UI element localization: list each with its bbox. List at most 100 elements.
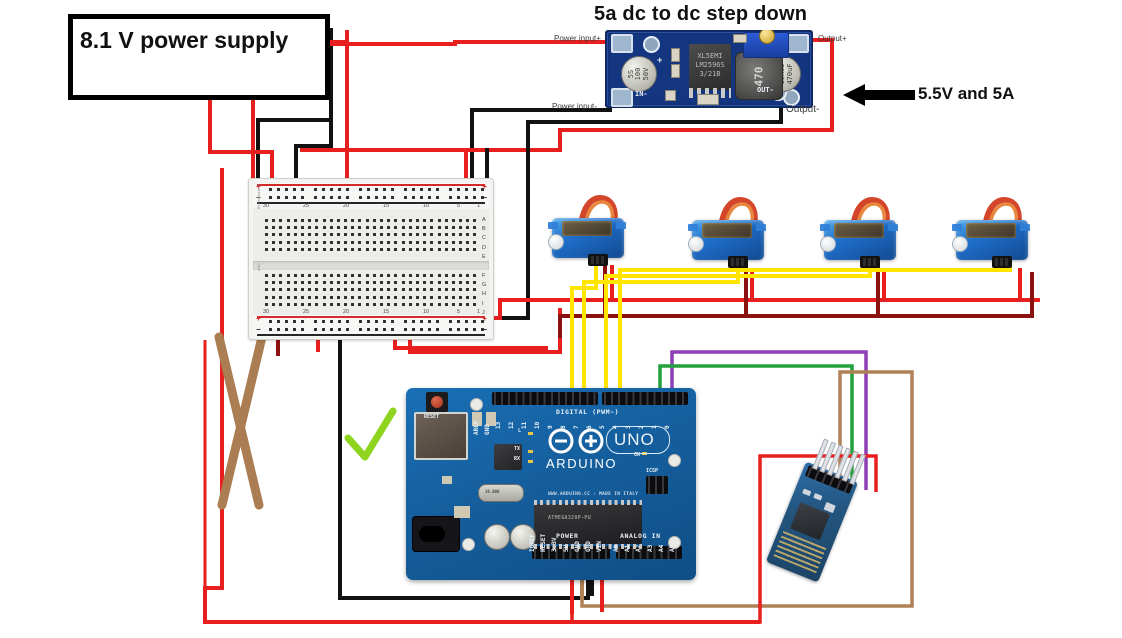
breadboard-hole[interactable]: [301, 196, 304, 199]
breadboard-hole[interactable]: [423, 219, 427, 222]
breadboard-hole[interactable]: [415, 295, 419, 299]
breadboard-hole[interactable]: [322, 247, 326, 251]
breadboard-hole[interactable]: [322, 295, 326, 299]
breadboard-hole[interactable]: [387, 274, 391, 277]
breadboard-hole[interactable]: [420, 196, 423, 199]
breadboard-hole[interactable]: [338, 196, 341, 199]
breadboard-hole[interactable]: [285, 320, 288, 323]
breadboard-hole[interactable]: [444, 302, 448, 306]
breadboard-hole[interactable]: [372, 219, 376, 222]
breadboard-hole[interactable]: [437, 226, 441, 230]
breadboard-hole[interactable]: [408, 302, 412, 306]
breadboard-hole[interactable]: [365, 226, 369, 230]
breadboard-hole[interactable]: [473, 281, 477, 285]
breadboard-hole[interactable]: [394, 288, 398, 292]
breadboard-hole[interactable]: [387, 219, 391, 222]
breadboard-hole[interactable]: [358, 219, 362, 222]
breadboard-hole[interactable]: [408, 233, 412, 237]
breadboard-hole[interactable]: [444, 281, 448, 285]
breadboard-hole[interactable]: [293, 274, 297, 277]
breadboard-hole[interactable]: [415, 302, 419, 306]
breadboard-hole[interactable]: [372, 247, 376, 251]
breadboard-hole[interactable]: [394, 247, 398, 251]
breadboard-hole[interactable]: [415, 233, 419, 237]
breadboard-hole[interactable]: [336, 281, 340, 285]
breadboard-hole[interactable]: [420, 328, 423, 331]
breadboard-hole[interactable]: [459, 219, 463, 222]
breadboard-hole[interactable]: [285, 196, 288, 199]
breadboard-row[interactable]: [265, 233, 477, 237]
breadboard-hole[interactable]: [359, 188, 362, 191]
breadboard-hole[interactable]: [344, 240, 348, 244]
servo-horn-3[interactable]: [820, 236, 836, 252]
breadboard-hole[interactable]: [285, 328, 288, 331]
breadboard-hole[interactable]: [286, 219, 290, 222]
breadboard-hole[interactable]: [351, 233, 355, 237]
breadboard-hole[interactable]: [344, 226, 348, 230]
servo-motor-2[interactable]: [688, 196, 776, 268]
breadboard-hole[interactable]: [265, 219, 268, 222]
servo-motor-3[interactable]: [820, 196, 908, 268]
breadboard-hole[interactable]: [315, 302, 319, 306]
breadboard-hole[interactable]: [315, 288, 319, 292]
breadboard-hole[interactable]: [315, 281, 319, 285]
breadboard-hole[interactable]: [279, 240, 283, 244]
breadboard-hole[interactable]: [344, 219, 348, 222]
breadboard-hole[interactable]: [391, 320, 394, 323]
breadboard-hole[interactable]: [372, 302, 376, 306]
breadboard-hole[interactable]: [322, 320, 325, 323]
breadboard-top-grid[interactable]: [265, 219, 477, 255]
breadboard-hole[interactable]: [404, 328, 407, 331]
breadboard-hole[interactable]: [336, 247, 340, 251]
breadboard-hole[interactable]: [346, 320, 349, 323]
breadboard-hole[interactable]: [330, 320, 333, 323]
breadboard-hole[interactable]: [380, 281, 383, 285]
breadboard-hole[interactable]: [430, 274, 434, 277]
breadboard-hole[interactable]: [329, 274, 333, 277]
breadboard-hole[interactable]: [346, 196, 349, 199]
breadboard-hole[interactable]: [428, 328, 431, 331]
servo-horn-2[interactable]: [688, 236, 704, 252]
breadboard-hole[interactable]: [269, 320, 272, 323]
breadboard-hole[interactable]: [367, 188, 370, 191]
breadboard-hole[interactable]: [330, 328, 333, 331]
breadboard-hole[interactable]: [401, 233, 405, 237]
breadboard-hole[interactable]: [330, 188, 333, 191]
breadboard-hole[interactable]: [322, 196, 325, 199]
breadboard-hole[interactable]: [314, 328, 317, 331]
breadboard-hole[interactable]: [380, 219, 383, 222]
breadboard-hole[interactable]: [391, 328, 394, 331]
breadboard-hole[interactable]: [293, 219, 297, 222]
breadboard-hole[interactable]: [367, 328, 370, 331]
breadboard-hole[interactable]: [351, 281, 355, 285]
digital-header-right[interactable]: [602, 392, 688, 405]
breadboard-hole[interactable]: [459, 233, 463, 237]
breadboard-hole[interactable]: [380, 302, 383, 306]
breadboard-hole[interactable]: [293, 302, 297, 306]
breadboard-hole[interactable]: [329, 219, 333, 222]
breadboard-hole[interactable]: [336, 226, 340, 230]
breadboard-hole[interactable]: [330, 196, 333, 199]
usb-port[interactable]: [414, 412, 468, 460]
breadboard-hole[interactable]: [383, 188, 386, 191]
breadboard-hole[interactable]: [277, 320, 280, 323]
breadboard-hole[interactable]: [372, 281, 376, 285]
breadboard-hole[interactable]: [430, 247, 434, 251]
breadboard-hole[interactable]: [383, 320, 386, 323]
breadboard-hole[interactable]: [436, 196, 439, 199]
breadboard-hole[interactable]: [322, 274, 326, 277]
breadboard-hole[interactable]: [415, 240, 419, 244]
servo-horn-4[interactable]: [952, 236, 968, 252]
breadboard-hole[interactable]: [437, 295, 441, 299]
breadboard-hole[interactable]: [481, 188, 484, 191]
breadboard-hole[interactable]: [444, 295, 448, 299]
breadboard-hole[interactable]: [265, 226, 268, 230]
breadboard-hole[interactable]: [372, 295, 376, 299]
breadboard-hole[interactable]: [365, 288, 369, 292]
breadboard-hole[interactable]: [380, 274, 383, 277]
breadboard-hole[interactable]: [358, 274, 362, 277]
breadboard-hole[interactable]: [308, 302, 312, 306]
breadboard-hole[interactable]: [444, 233, 448, 237]
breadboard-row[interactable]: [265, 219, 477, 222]
breadboard-hole[interactable]: [286, 274, 290, 277]
